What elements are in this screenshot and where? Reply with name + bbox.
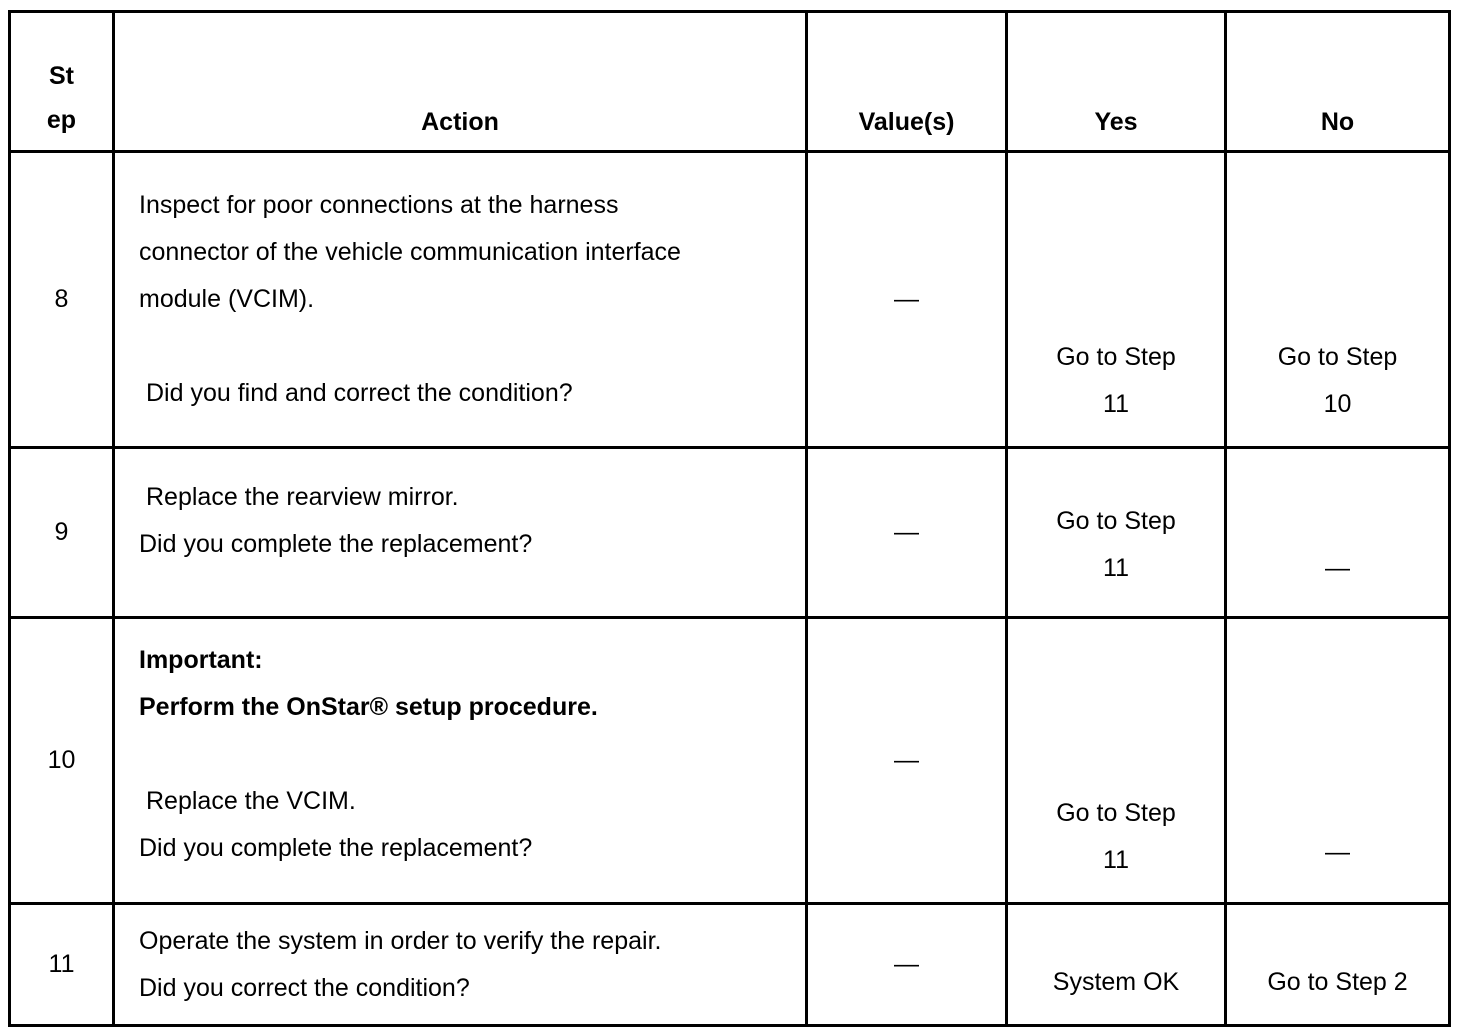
header-cell-values: Value(s) <box>805 10 1008 153</box>
yes-line: 11 <box>1103 390 1129 418</box>
action-line: Did you complete the replacement? <box>139 834 533 862</box>
no-cell: — <box>1224 446 1451 619</box>
header-cell-yes: Yes <box>1005 10 1227 153</box>
action-spacer <box>139 323 793 370</box>
yes-line: 11 <box>1103 846 1129 874</box>
no-line: — <box>1325 838 1350 866</box>
step-number: 9 <box>8 446 115 619</box>
yes-line: Go to Step <box>1056 799 1176 827</box>
header-values-label: Value(s) <box>858 108 955 136</box>
yes-cell: Go to Step 11 <box>1005 150 1227 449</box>
action-line: Inspect for poor connections at the harn… <box>139 191 619 219</box>
yes-line: Go to Step <box>1056 343 1176 371</box>
no-cell: — <box>1224 616 1451 905</box>
action-line: Did you complete the replacement? <box>139 529 533 558</box>
action-important-label: Important: <box>139 646 263 674</box>
step-number: 10 <box>8 616 115 905</box>
action-line: module (VCIM). <box>139 285 315 313</box>
header-cell-action: Action <box>112 10 808 153</box>
action-cell: Important: Perform the OnStar® setup pro… <box>112 616 808 905</box>
action-cell: Inspect for poor connections at the harn… <box>112 150 808 449</box>
action-important-line: Perform the OnStar® setup procedure. <box>139 693 598 721</box>
header-step-line2: ep <box>46 106 77 134</box>
value-cell: — <box>805 446 1008 619</box>
value-cell: — <box>805 616 1008 905</box>
table-header-row: St ep Action Value(s) Yes No <box>8 10 1451 153</box>
action-line: Replace the rearview mirror. <box>146 482 459 511</box>
diagnostic-procedure-table: St ep Action Value(s) Yes No <box>8 10 1451 1027</box>
action-spacer <box>139 731 793 778</box>
step-number: 8 <box>8 150 115 449</box>
header-cell-no: No <box>1224 10 1451 153</box>
table-row: 11 Operate the system in order to verify… <box>8 902 1451 1027</box>
value-cell: — <box>805 150 1008 449</box>
value-cell: — <box>805 902 1008 1027</box>
header-no-label: No <box>1320 108 1355 136</box>
no-cell: Go to Step 2 <box>1224 902 1451 1027</box>
action-line: Replace the VCIM. <box>146 787 356 815</box>
no-line: Go to Step 2 <box>1267 968 1408 996</box>
step-number: 11 <box>8 902 115 1027</box>
no-line: Go to Step <box>1277 343 1398 371</box>
yes-cell: Go to Step 11 <box>1005 446 1227 619</box>
header-action-label: Action <box>421 108 499 136</box>
action-line: Did you correct the condition? <box>139 973 470 1002</box>
yes-line: Go to Step <box>1056 507 1176 535</box>
header-cell-step: St ep <box>8 10 115 153</box>
table-row: 8 Inspect for poor connections at the ha… <box>8 150 1451 449</box>
action-cell: Replace the rearview mirror. Did you com… <box>112 446 808 619</box>
yes-line: 11 <box>1103 554 1129 582</box>
action-line: connector of the vehicle communication i… <box>139 238 681 266</box>
yes-cell: Go to Step 11 <box>1005 616 1227 905</box>
no-cell: Go to Step 10 <box>1224 150 1451 449</box>
action-line: Did you find and correct the condition? <box>146 379 573 407</box>
action-line: Operate the system in order to verify th… <box>139 926 662 955</box>
yes-line: System OK <box>1052 968 1180 996</box>
header-step-line1: St <box>49 62 74 90</box>
yes-cell: System OK <box>1005 902 1227 1027</box>
action-cell: Operate the system in order to verify th… <box>112 902 808 1027</box>
table-row: 9 Replace the rearview mirror. Did you c… <box>8 446 1451 619</box>
header-yes-label: Yes <box>1094 108 1138 136</box>
table-row: 10 Important: Perform the OnStar® setup … <box>8 616 1451 905</box>
no-line: 10 <box>1323 390 1352 418</box>
no-line: — <box>1325 554 1350 582</box>
